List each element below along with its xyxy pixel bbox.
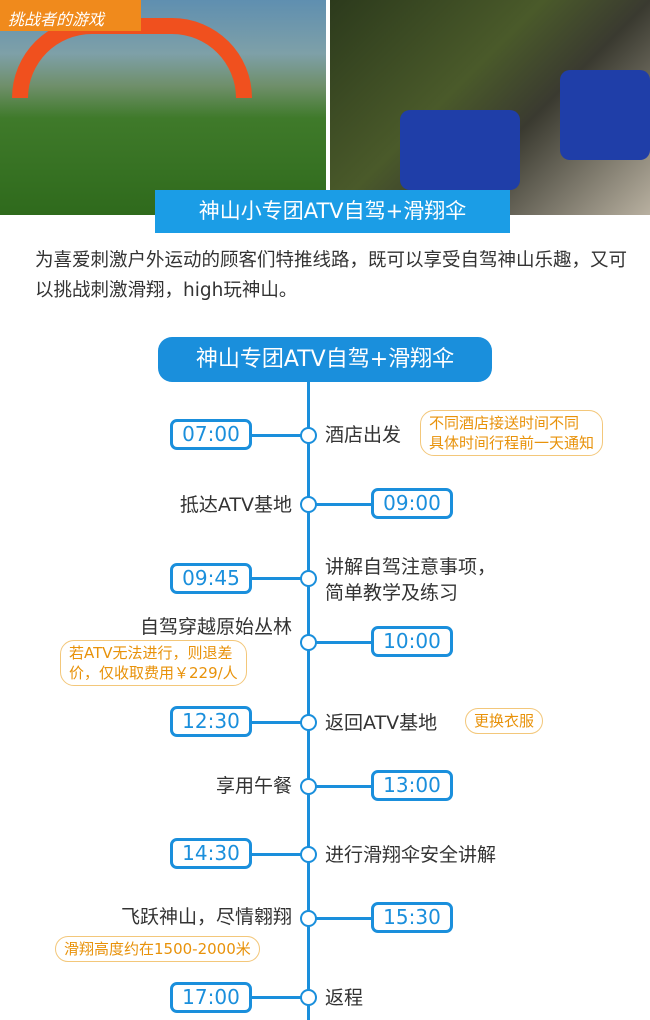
category-tag: 挑战者的游戏 [0, 0, 141, 31]
atv-vehicle [400, 110, 520, 190]
atv-vehicle [560, 70, 650, 160]
time-badge: 15:30 [371, 902, 453, 933]
time-badge: 10:00 [371, 626, 453, 657]
time-badge: 09:45 [170, 563, 252, 594]
note-badge: 若ATV无法进行，则退差 价，仅收取费用￥229/人 [60, 640, 247, 686]
note-badge: 滑翔高度约在1500-2000米 [55, 936, 260, 962]
timeline-node [300, 570, 317, 587]
event-label: 享用午餐 [215, 775, 292, 797]
event-label: 返程 [325, 987, 364, 1009]
time-badge: 09:00 [371, 488, 453, 519]
node-connector [316, 503, 372, 506]
timeline-node [300, 634, 317, 651]
node-connector [316, 785, 372, 788]
time-badge: 12:30 [170, 706, 252, 737]
node-connector [250, 853, 302, 856]
time-badge: 07:00 [170, 419, 252, 450]
itinerary-header: 神山专团ATV自驾+滑翔伞 [158, 337, 492, 382]
node-connector [316, 917, 372, 920]
note-badge: 不同酒店接送时间不同 具体时间行程前一天通知 [420, 410, 604, 456]
timeline-line [307, 380, 310, 1020]
product-title-banner: 神山小专团ATV自驾+滑翔伞 [155, 190, 510, 233]
timeline-node [300, 496, 317, 513]
intro-text: 为喜爱刺激户外运动的顾客们特推线路，既可以享受自驾神山乐趣，又可以挑战刺激滑翔，… [35, 250, 628, 301]
event-label: 自驾穿越原始丛林 [139, 616, 292, 638]
timeline-node [300, 989, 317, 1006]
node-connector [250, 996, 302, 999]
paragliding-photo [0, 0, 326, 215]
timeline-node [300, 714, 317, 731]
event-label: 返回ATV基地 [325, 712, 438, 734]
atv-photo [330, 0, 650, 215]
note-badge: 更换衣服 [465, 708, 544, 734]
node-connector [250, 434, 302, 437]
event-label: 酒店出发 [325, 424, 402, 446]
time-badge: 14:30 [170, 838, 252, 869]
node-connector [316, 641, 372, 644]
timeline-node [300, 846, 317, 863]
event-label: 抵达ATV基地 [179, 494, 292, 516]
node-connector [250, 721, 302, 724]
event-label: 飞跃神山，尽情翱翔 [120, 906, 292, 928]
time-badge: 17:00 [170, 982, 252, 1013]
timeline-node [300, 910, 317, 927]
node-connector [250, 577, 302, 580]
event-label: 进行滑翔伞安全讲解 [325, 844, 497, 866]
time-badge: 13:00 [371, 770, 453, 801]
timeline-node [300, 778, 317, 795]
timeline-node [300, 427, 317, 444]
event-label: 讲解自驾注意事项， 简单教学及练习 [325, 556, 497, 604]
